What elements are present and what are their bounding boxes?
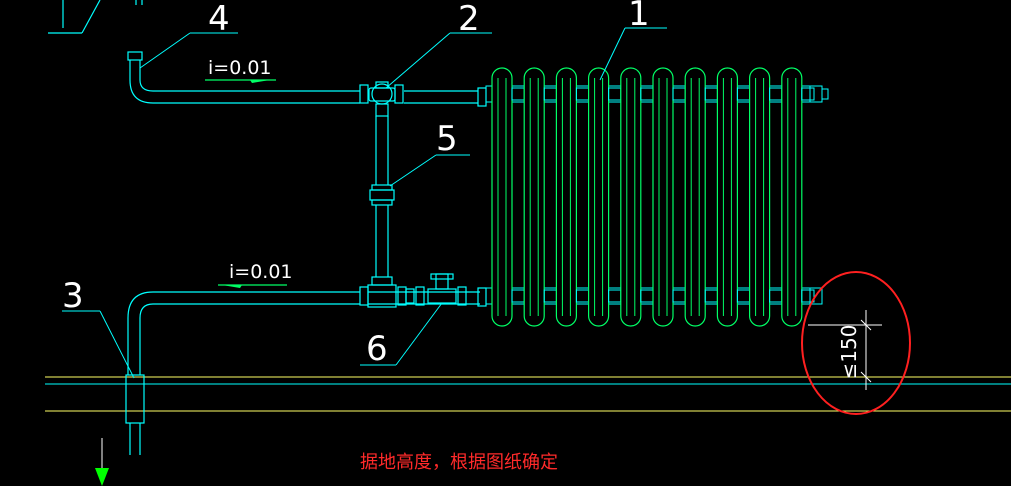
leaders xyxy=(62,27,667,379)
slope-annotation-top: i=0.01 xyxy=(205,57,276,83)
radiator-nipple xyxy=(511,87,525,101)
part-label-1: 1 xyxy=(628,0,650,34)
radiator-nipple xyxy=(608,289,622,303)
radiator-section xyxy=(491,67,513,327)
label-fragment-top-left xyxy=(48,0,143,34)
radiator-section xyxy=(523,67,545,327)
installation-note: 据地高度，根据图纸确定 xyxy=(360,452,558,473)
radiator-nipple xyxy=(511,289,525,303)
bypass-pipe-5 xyxy=(369,116,395,286)
radiator-plug-bottom xyxy=(809,287,823,305)
radiator-section xyxy=(716,67,739,327)
radiator-nipple xyxy=(575,289,590,303)
radiator-section xyxy=(587,67,610,327)
radiator-nipple xyxy=(736,87,751,101)
highlight-ellipse xyxy=(801,271,911,415)
supply-pipe xyxy=(129,60,478,104)
return-pipe xyxy=(125,273,487,455)
tee-valve-2 xyxy=(359,81,487,117)
slope-label-top: i=0.01 xyxy=(208,57,272,79)
radiator-nipple xyxy=(704,87,718,101)
radiator-nipple xyxy=(640,289,654,303)
radiator-nipple xyxy=(640,87,654,101)
radiator-nipple xyxy=(543,87,557,101)
dimension-height xyxy=(808,310,882,390)
part-label-6: 6 xyxy=(366,329,388,369)
dimension-label: ≤150 xyxy=(837,325,861,380)
part-label-2: 2 xyxy=(458,0,480,39)
radiator-nipple xyxy=(769,87,783,101)
radiator-nipple xyxy=(801,289,815,303)
floor-lines xyxy=(45,376,1011,412)
part-label-3: 3 xyxy=(62,276,84,316)
part-label-5: 5 xyxy=(436,119,458,159)
radiator-section xyxy=(684,67,706,327)
radiator-nipple xyxy=(608,87,622,101)
riser-top-fitting xyxy=(127,51,143,61)
radiator-section xyxy=(781,67,803,327)
flow-arrow xyxy=(95,438,109,486)
radiator-section xyxy=(652,67,674,327)
radiator-plug-top-cap xyxy=(821,88,829,100)
radiator-section xyxy=(555,67,578,327)
part-label-4: 4 xyxy=(208,0,230,39)
radiator-1 xyxy=(485,67,829,327)
slope-label-bottom: i=0.01 xyxy=(229,261,293,283)
radiator-nipple xyxy=(672,87,686,101)
slope-annotation-bottom: i=0.01 xyxy=(218,261,293,288)
radiator-nipple xyxy=(704,289,718,303)
radiator-nipple xyxy=(769,289,783,303)
radiator-section xyxy=(748,67,771,327)
part-labels: 4 2 1 5 6 3 xyxy=(62,0,650,369)
radiator-nipple xyxy=(801,87,815,101)
radiator-nipple xyxy=(736,289,751,303)
radiator-nipple xyxy=(672,289,686,303)
radiator-nipple xyxy=(575,87,590,101)
radiator-nipple xyxy=(543,289,557,303)
radiator-section xyxy=(620,67,642,327)
